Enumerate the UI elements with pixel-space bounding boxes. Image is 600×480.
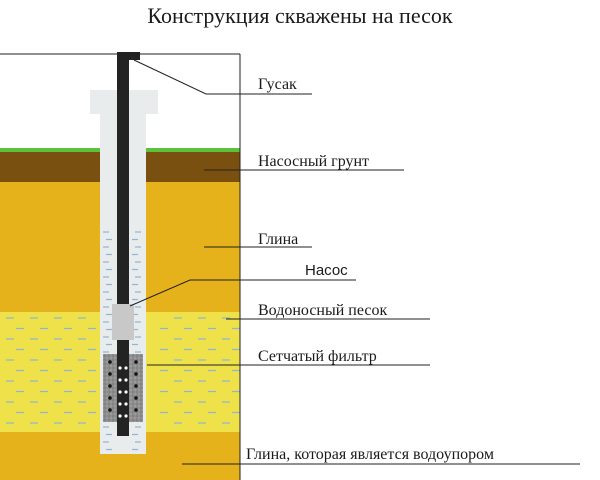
diagram-title: Конструкция скважены на песок	[147, 3, 453, 28]
gusak-leader	[133, 59, 312, 95]
pump-pipe	[117, 58, 129, 436]
filter-perforations	[108, 360, 138, 418]
pump-body	[112, 304, 134, 340]
label-aquiclude: Глина, которая является водоупором	[246, 446, 494, 463]
pump-leader	[129, 279, 356, 307]
aquifer-water-marks	[6, 317, 240, 424]
label-topsoil: Насосный грунт	[258, 153, 370, 170]
label-aquifer-sand: Водоносный песок	[258, 302, 388, 319]
label-clay: Глина	[258, 231, 299, 248]
label-gusak: Гусак	[258, 76, 297, 93]
label-pump: Насос	[305, 262, 348, 279]
label-mesh-filter: Сетчатый фильтр	[258, 348, 377, 365]
